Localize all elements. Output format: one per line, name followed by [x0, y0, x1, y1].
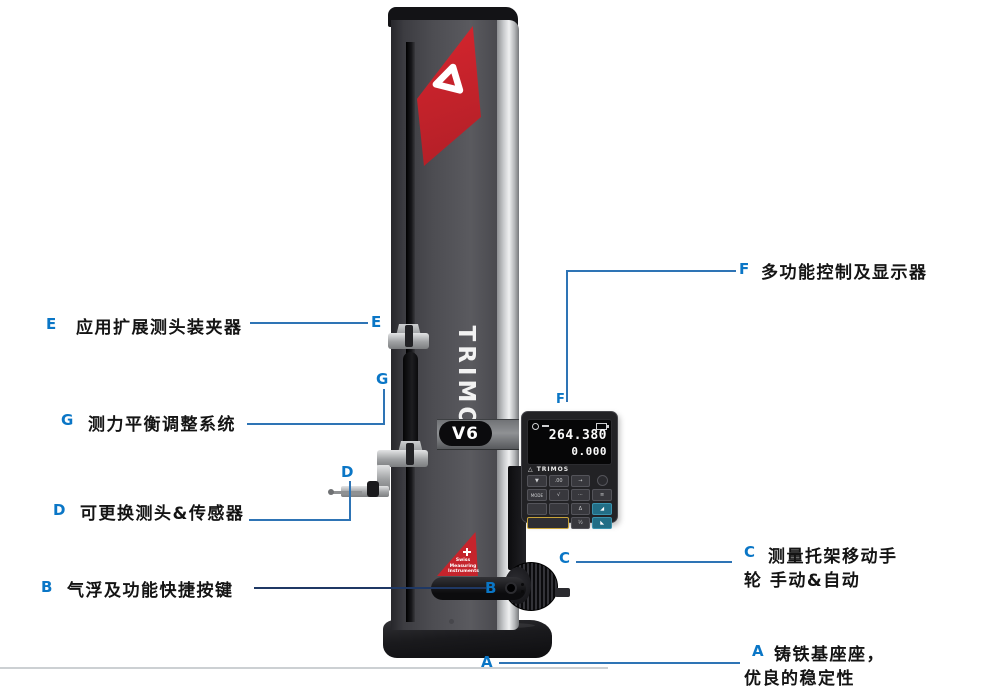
callout-line-g [247, 423, 385, 425]
trimos-mark-icon: △ [528, 466, 534, 473]
callout-letter-c: C [744, 543, 756, 561]
callout-text-d: 可更换测头&传感器 [80, 504, 245, 524]
callout-letter-a: A [752, 642, 764, 660]
power-button [596, 475, 608, 486]
callout-letter-f: F [739, 260, 750, 278]
lower-clamp-bolt [406, 443, 414, 465]
upper-clamp-bolt [405, 325, 413, 347]
callout-line-g-vertical [383, 389, 385, 425]
screw-icon [449, 619, 454, 624]
delta-button: Δ [570, 503, 591, 515]
reference-button: → [570, 475, 591, 487]
pointer-letter-g: G [376, 370, 389, 388]
model-badge: V6 [439, 421, 492, 446]
callout-line-e [250, 322, 368, 324]
minus-icon [542, 425, 549, 427]
secondary-reading: 0.000 [571, 445, 607, 458]
probe-arm-horizontal [341, 486, 389, 497]
mode2-button: ◢ [592, 503, 612, 515]
callout-text-c-line1: 测量托架移动手 [768, 547, 898, 567]
print-button: ≡ [592, 489, 612, 501]
callout-line-c [576, 561, 732, 563]
ground-line [0, 667, 608, 669]
callout-letter-b: B [41, 578, 53, 596]
callout-text-e: 应用扩展测头装夹器 [76, 318, 243, 338]
callout-line-f-vertical [566, 271, 568, 402]
sequence-button: ··· [570, 489, 591, 501]
callout-text-c-line2: 轮 手动&自动 [744, 571, 861, 591]
half-button: ½ [570, 517, 591, 529]
mode-on-button: MODE [527, 489, 547, 501]
preset-button: .00 [548, 475, 569, 487]
lower-clamp [377, 450, 428, 467]
pointer-letter-a: A [481, 653, 493, 671]
swiss-cross-icon [463, 548, 471, 556]
validate-button: √ [548, 489, 569, 501]
probe-tip [328, 489, 334, 495]
display-logo: △ TRIMOS [528, 466, 569, 473]
pointer-letter-e: E [371, 313, 382, 331]
hand-wheel-axle [555, 588, 570, 597]
handle-dot [521, 590, 524, 593]
function-right-button [548, 503, 569, 515]
probe-status-icon [532, 423, 539, 430]
callout-text-g: 测力平衡调整系统 [88, 415, 236, 435]
callout-text-a-line1: 铸铁基座座， [774, 645, 885, 665]
pointer-letter-f: F [556, 392, 565, 407]
callout-letter-d: D [53, 501, 66, 519]
callout-line-d [249, 519, 351, 521]
callout-line-d-vertical [349, 481, 351, 521]
wide-function-button [527, 517, 569, 529]
handle-button-hole [505, 582, 517, 594]
callout-line-b [254, 587, 486, 589]
handle-dot [521, 583, 524, 586]
primary-reading: 264.380 [548, 428, 607, 443]
pointer-letter-c: C [559, 549, 571, 567]
battery-icon [596, 423, 609, 430]
pointer-letter-d: D [341, 463, 354, 481]
callout-text-f: 多功能控制及显示器 [761, 263, 928, 283]
function-left-button [527, 503, 547, 515]
callout-text-b: 气浮及功能快捷按键 [67, 581, 234, 601]
probe-button: ▼ [527, 475, 547, 487]
callout-line-f [566, 270, 736, 272]
pointer-letter-b: B [485, 579, 497, 597]
probe-arm-knob [367, 481, 379, 497]
callout-text-a-line2: 优良的稳定性 [744, 669, 855, 689]
keypad: ▼ .00 → MODE √ ··· ≡ Δ ◢ ½ ◣ [527, 475, 612, 529]
callout-line-a [499, 662, 740, 664]
callout-letter-e: E [46, 315, 57, 333]
probe-arm-vertical [377, 465, 390, 491]
callout-letter-g: G [61, 411, 74, 429]
lcd-screen: 264.380 0.000 [527, 419, 612, 465]
force-balance-strip [403, 352, 418, 454]
trimos-logo-text: TRIMOS [536, 466, 570, 473]
auto-button: ◣ [592, 517, 612, 529]
trimos-logo-icon [432, 63, 464, 94]
swiss-badge-text: Swiss Measuring Instruments [448, 558, 479, 574]
control-display-unit: 264.380 0.000 △ TRIMOS ▼ .00 → MODE √ ··… [521, 411, 618, 529]
probe-rod [331, 491, 362, 494]
